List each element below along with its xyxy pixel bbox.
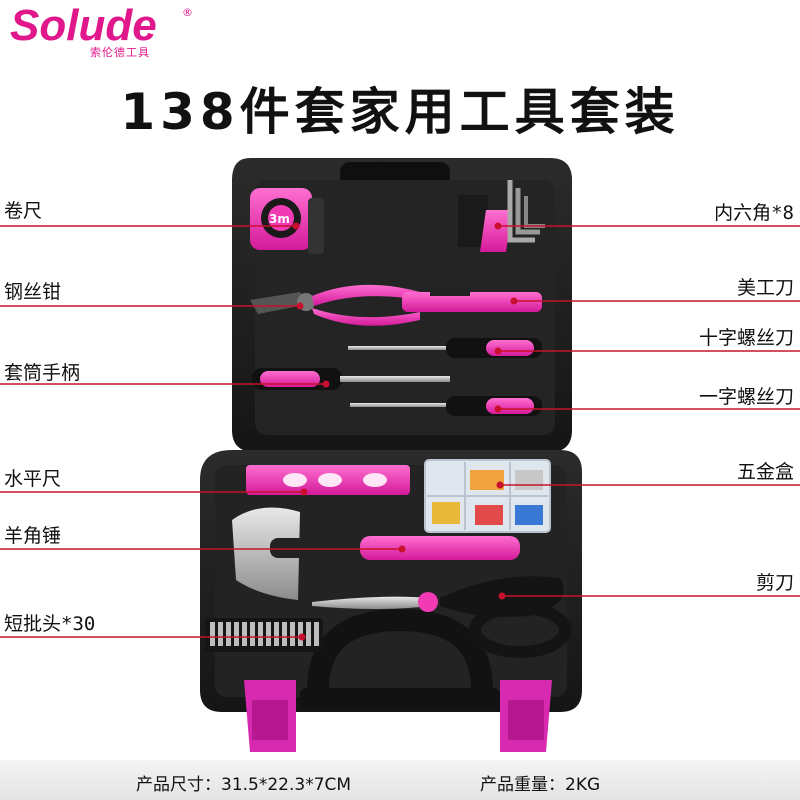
- label-flat-screwdriver: 一字螺丝刀: [698, 386, 794, 408]
- label-short-bits: 短批头*30: [4, 613, 96, 635]
- label-pliers: 钢丝钳: [4, 281, 62, 303]
- label-spirit-level: 水平尺: [4, 468, 62, 490]
- label-claw-hammer: 羊角锤: [4, 525, 62, 547]
- label-phillips-screwdriver: 十字螺丝刀: [698, 327, 794, 349]
- callout-dots: [292, 222, 518, 641]
- claw-hammer: [232, 507, 520, 600]
- short-bits: [205, 618, 323, 652]
- brand-chinese-name: 索伦德工具: [90, 46, 150, 59]
- spirit-level: [246, 465, 410, 495]
- tape-measure: [250, 188, 324, 254]
- label-scissors: 剪刀: [755, 572, 794, 594]
- brand-name: Solude: [10, 1, 157, 50]
- tape-marking: 3m: [269, 212, 290, 226]
- label-socket-handle: 套筒手柄: [4, 362, 81, 384]
- product-weight: 产品重量：2KG: [480, 775, 601, 795]
- spec-footer: 产品尺寸：31.5*22.3*7CM 产品重量：2KG: [0, 760, 800, 800]
- label-utility-knife: 美工刀: [736, 277, 794, 299]
- hardware-box: [424, 459, 551, 533]
- case-latches: [244, 680, 552, 752]
- product-size: 产品尺寸：31.5*22.3*7CM: [136, 775, 352, 795]
- utility-knife: [402, 288, 542, 312]
- label-tape-measure: 卷尺: [4, 200, 43, 222]
- label-hardware-box: 五金盒: [736, 461, 794, 483]
- brand-logo: Solude ® 索伦德工具: [10, 4, 200, 60]
- product-title: 138件套家用工具套装: [120, 83, 680, 141]
- registered-mark: ®: [182, 6, 193, 19]
- label-hex-keys: 内六角*8: [714, 202, 794, 224]
- hex-keys: [458, 180, 545, 252]
- callout-lines: [0, 225, 800, 638]
